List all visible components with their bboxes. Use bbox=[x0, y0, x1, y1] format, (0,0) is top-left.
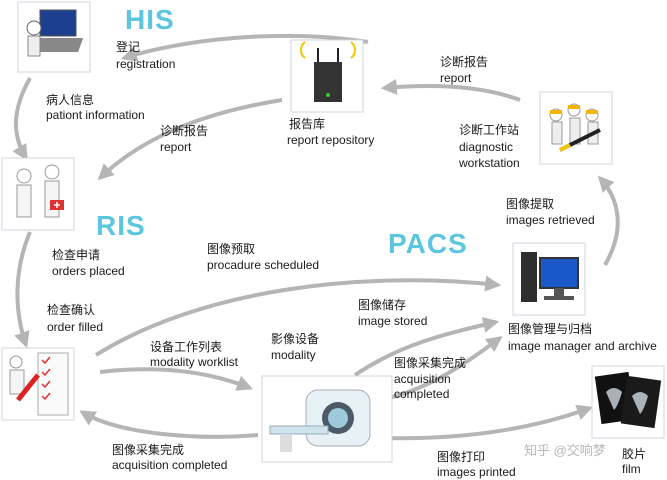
arrow-pacs-to-workstation bbox=[597, 175, 620, 266]
watermark: 知乎 @交响梦 bbox=[524, 443, 606, 458]
diagnostic-workstation-label-zh: 诊断工作站 bbox=[459, 123, 520, 137]
patient-info-label-zh: 病人信息 bbox=[46, 93, 95, 107]
arrow-workstation-to-report bbox=[380, 78, 521, 102]
patient-info-label-en: pationt information bbox=[46, 108, 145, 122]
arrow-report-to-ris bbox=[97, 98, 283, 181]
modality-worklist-label-en: modality worklist bbox=[150, 355, 239, 369]
image-manager-label-en: image manager and archive bbox=[508, 339, 657, 353]
procedure-scheduled-label-zh: 图像预取 bbox=[207, 242, 256, 256]
ris-title: RIS bbox=[96, 210, 146, 241]
arrow-modality-to-film bbox=[379, 404, 594, 441]
diagnostic-workstation-label-en2: workstation bbox=[459, 156, 520, 170]
arrow-modality-to-pacs-acq bbox=[379, 336, 503, 402]
image-stored-label-zh: 图像储存 bbox=[358, 298, 407, 312]
acq-completed-right-label-en2: completed bbox=[394, 387, 450, 401]
order-filled-label-en: order filled bbox=[47, 320, 104, 334]
report-repository-label-zh: 报告库 bbox=[289, 117, 326, 131]
image-manager-label-zh: 图像管理与归档 bbox=[508, 322, 593, 336]
registration-label-en: registration bbox=[116, 57, 176, 71]
arrow-ris-to-orders bbox=[14, 231, 32, 349]
pacs-title: PACS bbox=[388, 228, 468, 259]
report-top-label-zh: 诊断报告 bbox=[440, 55, 489, 69]
report-repository-label-en: report repository bbox=[287, 133, 375, 147]
registration-label-zh: 登记 bbox=[116, 40, 141, 54]
procedure-scheduled-label-en: procadure scheduled bbox=[207, 258, 320, 272]
acq-completed-bottom-label-en: acquisition completed bbox=[112, 458, 228, 472]
images-printed-label-en: images printed bbox=[437, 465, 516, 479]
film-label-en: film bbox=[622, 462, 641, 476]
acq-completed-bottom-label-zh: 图像采集完成 bbox=[112, 443, 185, 457]
arrow-orders-to-modality bbox=[99, 367, 253, 391]
arrow-report-to-his bbox=[120, 33, 369, 62]
diagnostic-workstation-icon bbox=[539, 91, 613, 165]
images-retrieved-label-en: images retrieved bbox=[506, 213, 595, 227]
modality-label-zh: 影像设备 bbox=[271, 332, 320, 346]
arrow-registration-to-ris bbox=[12, 77, 32, 161]
registration-icon bbox=[17, 1, 91, 73]
modality-label-en: modality bbox=[271, 348, 316, 362]
report-repository-icon bbox=[290, 39, 364, 113]
orders-placed-label-en: orders placed bbox=[52, 264, 125, 278]
order-filled-label-zh: 检查确认 bbox=[47, 303, 96, 317]
acq-completed-right-label-en: acquisition bbox=[394, 372, 451, 386]
film-label-zh: 胶片 bbox=[622, 447, 647, 461]
image-stored-label-en: image stored bbox=[358, 314, 428, 328]
arrow-modality-to-pacs-store bbox=[353, 317, 500, 377]
report-left-label-en: report bbox=[160, 140, 192, 154]
film-icon bbox=[591, 365, 665, 439]
images-printed-label-zh: 图像打印 bbox=[437, 450, 486, 464]
acq-completed-right-label-zh: 图像采集完成 bbox=[394, 356, 467, 370]
orders-checklist-icon bbox=[1, 347, 75, 421]
report-left-label-zh: 诊断报告 bbox=[160, 124, 209, 138]
report-top-label-en: report bbox=[440, 71, 472, 85]
images-retrieved-label-zh: 图像提取 bbox=[506, 197, 555, 211]
modality-worklist-label-zh: 设备工作列表 bbox=[150, 340, 223, 354]
pacs-computer-icon bbox=[512, 242, 586, 316]
his-title: HIS bbox=[125, 4, 175, 35]
orders-placed-label-zh: 检查申请 bbox=[52, 248, 101, 262]
ris-doctors-icon bbox=[1, 157, 75, 231]
arrow-orders-to-pacs bbox=[94, 275, 502, 357]
arrow-modality-to-orders bbox=[79, 410, 259, 439]
diagnostic-workstation-label-en: diagnostic bbox=[459, 140, 514, 154]
mri-modality-icon bbox=[261, 375, 393, 463]
